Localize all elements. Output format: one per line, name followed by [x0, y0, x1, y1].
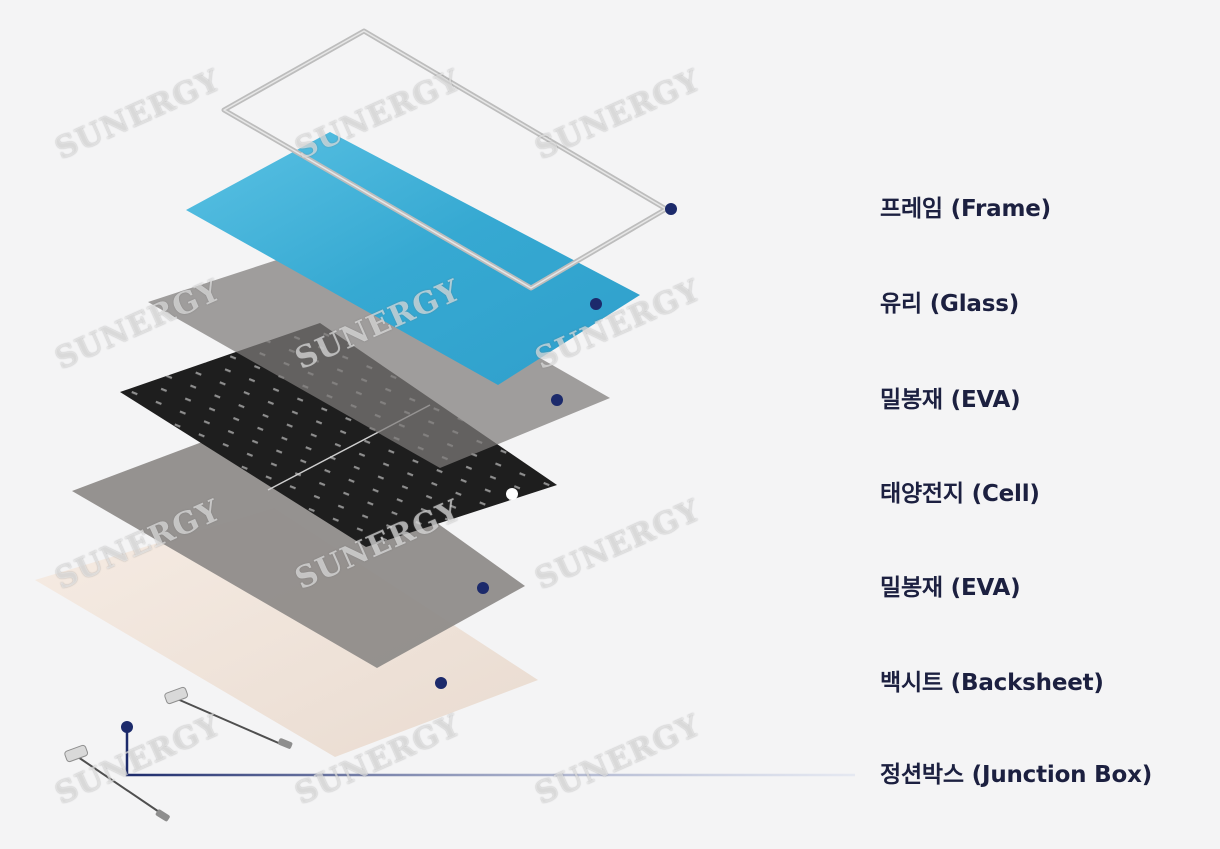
dot-cell	[506, 488, 518, 500]
dot-eva-lower	[477, 582, 489, 594]
dot-eva-upper	[551, 394, 563, 406]
cell-pattern	[120, 323, 557, 547]
backsheet-layer	[35, 508, 538, 757]
eva-lower-layer	[72, 412, 525, 668]
label-eva-upper: 밀봉재 (EVA)	[880, 387, 1021, 413]
dot-frame	[665, 203, 677, 215]
label-backsheet: 백시트 (Backsheet)	[880, 670, 1104, 696]
label-glass: 유리 (Glass)	[880, 291, 1020, 317]
dot-backsheet	[435, 677, 447, 689]
dot-glass	[590, 298, 602, 310]
label-junction-box: 정션박스 (Junction Box)	[880, 762, 1153, 788]
label-eva-lower: 밀봉재 (EVA)	[880, 575, 1021, 601]
dot-junction-box	[121, 721, 133, 733]
junction-box-cables	[64, 686, 293, 822]
eva-upper-layer	[148, 241, 610, 468]
leader-lines	[121, 203, 855, 777]
label-cell: 태양전지 (Cell)	[880, 481, 1040, 507]
label-frame: 프레임 (Frame)	[880, 196, 1051, 222]
leader-junction-box	[125, 727, 855, 777]
glass-layer	[186, 132, 640, 385]
